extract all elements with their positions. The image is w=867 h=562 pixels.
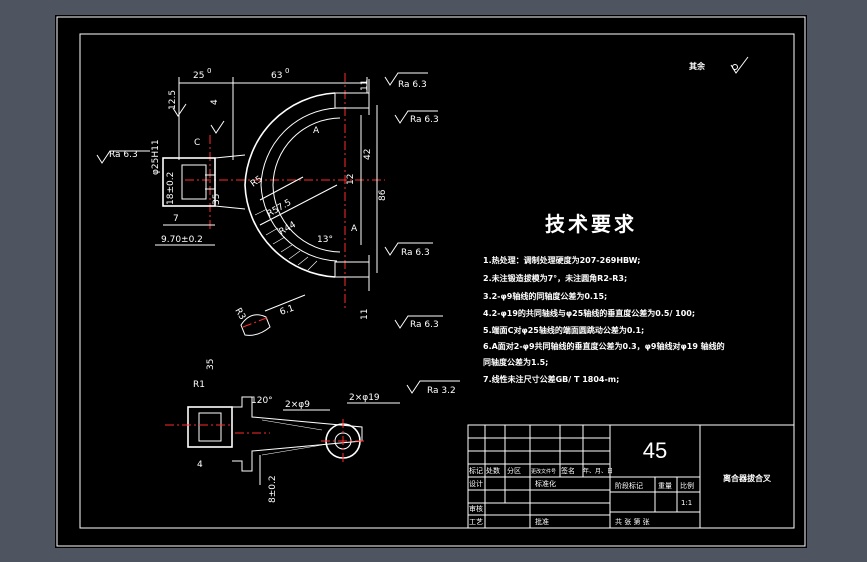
dim-12: 12	[346, 174, 356, 185]
dim-13-deg: 13°	[317, 235, 333, 245]
dim-11-top: 11	[360, 80, 370, 91]
dim-63: 63	[271, 71, 282, 81]
svg-text:更改文件号: 更改文件号	[531, 468, 556, 475]
svg-text:6.1: 6.1	[279, 304, 296, 318]
roughness-mark-3: Ra 6.3	[96, 150, 150, 164]
dim-18: 18±0.2	[166, 172, 176, 205]
fork-tip-top	[334, 92, 370, 109]
fork-inner-arc	[260, 107, 338, 262]
svg-text:阶段标记: 阶段标记	[615, 481, 643, 490]
requirement-5: 5.端面C对φ25轴线的端面圆跳动公差为0.1;	[483, 325, 644, 335]
drawing-scale: 1:1	[681, 499, 692, 507]
inner-border	[79, 33, 795, 529]
svg-text:比例: 比例	[680, 481, 694, 490]
requirement-2: 2.未注锻造拔模为7°，未注圆角R2-R3;	[483, 273, 627, 283]
title-block: 45 离合器拔合叉 标记 处数 分区 更改文件号 签名 年、月、日 设计 标准化…	[467, 424, 795, 529]
dim-11-bottom: 11	[360, 309, 370, 320]
svg-text:Ra 6.3: Ra 6.3	[410, 115, 439, 125]
svg-text:审核: 审核	[469, 504, 483, 513]
svg-text:Ra 3.2: Ra 3.2	[427, 386, 456, 396]
face-label-a-top: A	[313, 126, 320, 136]
dim-8: 8±0.2	[268, 475, 278, 503]
outer-border	[56, 16, 806, 547]
svg-text:处数: 处数	[486, 466, 500, 475]
svg-text:共 张 第 张: 共 张 第 张	[615, 517, 650, 526]
dim-7: 7	[173, 214, 179, 224]
dim-r44: R44	[278, 220, 299, 238]
dim-4-section: 4	[197, 460, 203, 470]
svg-text:重量: 重量	[658, 482, 672, 490]
requirement-7: 7.线性未注尺寸公差GB/ T 1804-m;	[483, 374, 619, 384]
section-view	[165, 396, 365, 472]
face-label-a-bottom: A	[351, 224, 358, 234]
requirement-6: 6.A面对2-φ9共同轴线的垂直度公差为0.3，φ9轴线对φ19 轴线的	[483, 341, 725, 351]
svg-text:年、月、日: 年、月、日	[583, 467, 613, 475]
dim-9-70: 9.70±0.2	[161, 235, 203, 245]
svg-text:分区: 分区	[507, 466, 521, 475]
svg-text:Ra 6.3: Ra 6.3	[401, 248, 430, 258]
requirement-3: 3.2-φ9轴线的同轴度公差为0.15;	[483, 291, 607, 301]
dim-4-top: 4	[210, 99, 220, 105]
roughness-mark-1: Ra 6.3	[384, 72, 428, 90]
svg-text:Ra 6.3: Ra 6.3	[109, 150, 138, 160]
dim-35-section: 35	[206, 359, 216, 370]
svg-text:Ra 6.3: Ra 6.3	[410, 320, 439, 330]
requirement-4: 4.2-φ19的共同轴线与φ25轴线的垂直度公差为0.5/ 100;	[483, 308, 695, 318]
requirement-6b: 同轴度公差为1.5;	[483, 357, 548, 367]
svg-text:设计: 设计	[469, 479, 483, 488]
dim-2phi9: 2×φ9	[285, 400, 310, 410]
roughness-mark-7: Ra 3.2	[406, 380, 460, 396]
face-label-c: C	[194, 138, 200, 148]
svg-text:标记: 标记	[469, 466, 483, 475]
svg-text:0: 0	[207, 67, 211, 75]
fork-outer-arc	[244, 92, 336, 278]
dim-r57-5: R57.5	[266, 198, 294, 220]
tech-requirements-title: 技术要求	[545, 212, 637, 236]
svg-text:签名: 签名	[561, 466, 575, 475]
roughness-mark-5: Ra 6.3	[394, 315, 443, 330]
dim-12-5: 12.5	[168, 90, 178, 110]
surface-remain-label: 其余	[689, 61, 706, 71]
requirement-1: 1.热处理：调制处理硬度为207-269HBW;	[483, 255, 640, 265]
dim-42: 42	[363, 149, 373, 160]
dim-phi25: φ25H11	[151, 139, 161, 175]
fork-tip-bottom	[334, 261, 370, 278]
svg-text:标准化: 标准化	[535, 479, 556, 488]
roughness-mark-2: Ra 6.3	[394, 110, 439, 125]
dim-r1: R1	[193, 380, 205, 390]
detail-view-tip: R3 6.1	[232, 294, 306, 336]
part-name: 离合器拔合叉	[723, 473, 772, 483]
dim-r5: R5	[249, 174, 265, 189]
dim-2phi19: 2×φ19	[349, 393, 380, 403]
svg-text:Ra 6.3: Ra 6.3	[398, 80, 427, 90]
svg-text:批准: 批准	[535, 517, 549, 526]
svg-text:工艺: 工艺	[469, 518, 483, 526]
svg-text:0: 0	[285, 67, 289, 75]
dim-120-deg: 120°	[251, 396, 273, 406]
drawing-frame: 其余 25 63 0 0 12.5 φ25H11 18±0.2 35 4 7 9…	[55, 15, 807, 548]
requirements-list: 1.热处理：调制处理硬度为207-269HBW; 2.未注锻造拔模为7°，未注圆…	[483, 255, 725, 384]
hub-body	[162, 157, 216, 207]
dim-35: 35	[212, 194, 222, 205]
cad-drawing: 其余 25 63 0 0 12.5 φ25H11 18±0.2 35 4 7 9…	[56, 16, 806, 547]
dim-25: 25	[193, 71, 204, 81]
dim-86: 86	[378, 189, 388, 201]
sheet-number: 45	[643, 438, 667, 463]
roughness-mark-4: Ra 6.3	[384, 242, 433, 258]
